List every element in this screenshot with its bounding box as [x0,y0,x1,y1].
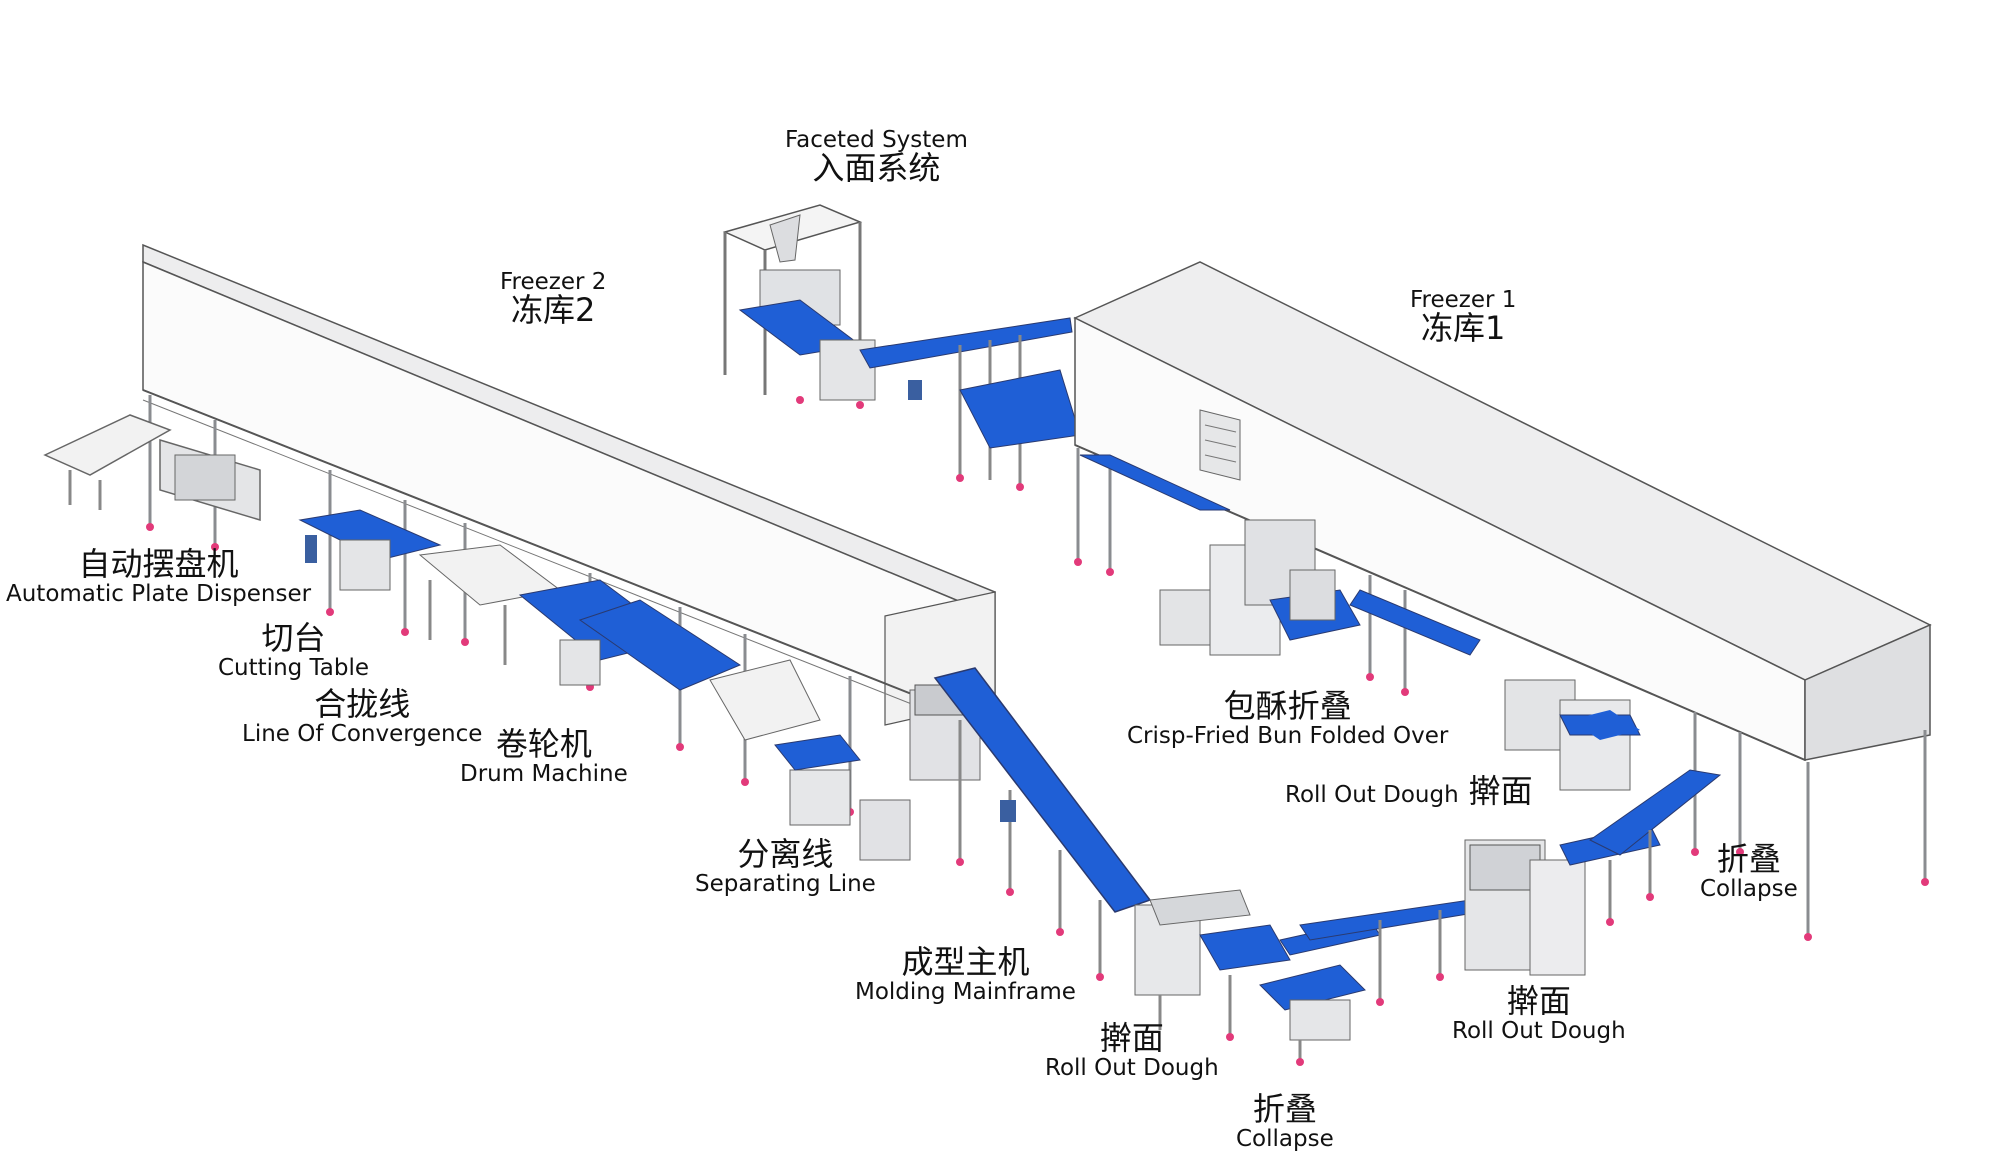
right-roll-out-machine [1504,679,1641,791]
label-collapse-bottom-zh: 折叠 [1252,1090,1317,1128]
crisp-bun-folding-machine [1079,454,1481,656]
bottom-collapse-machine [1259,899,1481,1066]
label-roll-out-mid-en: Roll Out Dough [1045,1054,1219,1081]
label-drum-machine-en: Drum Machine [460,760,628,787]
label-roll-out-top: Roll Out Dough 擀面 [1285,772,1533,810]
label-crisp-bun-zh: 包酥折叠 [1223,687,1352,725]
label-molding-zh: 成型主机 [901,943,1030,981]
label-roll-out-bottom-en: Roll Out Dough [1452,1017,1626,1044]
bottom-roll-out-machine [1134,889,1291,1041]
label-freezer-2-en: Freezer 2 [500,269,607,295]
plate-dispenser-machine [43,414,261,522]
label-crisp-bun-en: Crisp-Fried Bun Folded Over [1127,722,1449,749]
label-collapse-right: 折叠 Collapse [1700,840,1798,902]
label-collapse-right-en: Collapse [1700,875,1798,902]
label-roll-out-mid: 擀面 Roll Out Dough [1045,1019,1219,1081]
molding-mainframe-machine [909,667,1152,981]
label-cutting-table: 切台 Cutting Table [218,619,370,681]
separating-line-machine [774,734,911,861]
label-plate-dispenser-zh: 自动摆盘机 [78,545,239,583]
label-freezer-2: Freezer 2 冻库2 [500,270,606,328]
label-crisp-bun: 包酥折叠 Crisp-Fried Bun Folded Over [1127,687,1449,749]
freezer-1-building [1073,261,1932,762]
label-drum-machine-zh: 卷轮机 [495,725,592,763]
label-faceted-system-en: Faceted System [785,127,968,153]
label-plate-dispenser: 自动摆盘机 Automatic Plate Dispenser [6,545,312,607]
right-bottom-roll-out-machine [1464,769,1722,976]
faceted-system-machine [722,204,1081,491]
label-freezer-1: Freezer 1 冻库1 [1410,288,1516,346]
label-collapse-right-zh: 折叠 [1716,840,1781,878]
label-roll-out-top-zh: 擀面 [1468,772,1533,810]
label-faceted-system: Faceted System 入面系统 [785,128,968,186]
label-convergence: 合拢线 Line Of Convergence [242,685,483,747]
label-drum-machine: 卷轮机 Drum Machine [460,725,628,787]
label-convergence-zh: 合拢线 [314,685,411,723]
label-collapse-bottom-en: Collapse [1236,1125,1334,1152]
freezer-1-legs [1076,448,1927,935]
label-roll-out-bottom: 擀面 Roll Out Dough [1452,982,1626,1044]
label-freezer-2-zh: 冻库2 [511,291,596,330]
freezer-1-feet [1074,558,1929,941]
label-faceted-system-zh: 入面系统 [812,149,941,188]
label-plate-dispenser-en: Automatic Plate Dispenser [6,580,312,607]
freezer-2-feet [146,523,854,816]
label-separating-line-en: Separating Line [695,870,876,897]
label-molding: 成型主机 Molding Mainframe [855,943,1076,1005]
label-separating-line: 分离线 Separating Line [695,835,876,897]
label-convergence-en: Line Of Convergence [242,720,483,747]
drum-machine [559,599,821,741]
label-freezer-1-en: Freezer 1 [1410,287,1517,313]
label-cutting-table-zh: 切台 [261,619,326,657]
label-roll-out-bottom-zh: 擀面 [1506,982,1571,1020]
label-molding-en: Molding Mainframe [855,978,1076,1005]
label-roll-out-mid-zh: 擀面 [1099,1019,1164,1057]
label-cutting-table-en: Cutting Table [218,654,370,681]
cutting-table-machine [298,509,442,591]
label-roll-out-top-en: Roll Out Dough [1285,782,1459,808]
label-freezer-1-zh: 冻库1 [1421,309,1506,348]
label-collapse-bottom: 折叠 Collapse [1236,1090,1334,1152]
label-separating-line-zh: 分离线 [737,835,834,873]
